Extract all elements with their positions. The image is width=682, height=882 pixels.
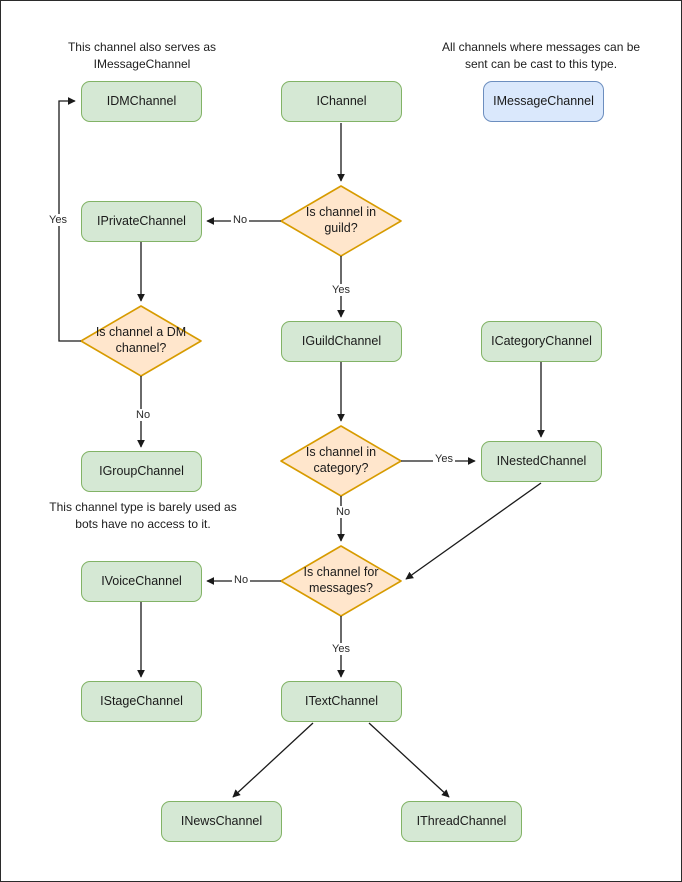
edge-itextchannel-to-inewschannel	[232, 722, 314, 798]
edge-label-category-yes: Yes	[433, 453, 455, 466]
note-message-channel: All channels where messages can be sent …	[441, 40, 641, 71]
diamond-is-channel-for-messages	[280, 545, 402, 617]
edge-label-category-no: No	[334, 506, 353, 519]
node-istagechannel[interactable]: IStageChannel	[81, 681, 202, 722]
note-dm-channel: This channel also serves as IMessageChan…	[67, 40, 217, 71]
node-idmchannel[interactable]: IDMChannel	[81, 81, 202, 122]
diamond-is-channel-dm	[80, 305, 202, 377]
node-iprivatechannel[interactable]: IPrivateChannel	[81, 201, 202, 242]
node-inewschannel[interactable]: INewsChannel	[161, 801, 282, 842]
edge-label-guild-yes: Yes	[330, 284, 352, 297]
node-itextchannel[interactable]: ITextChannel	[281, 681, 402, 722]
note-group-channel: This channel type is barely used as bots…	[49, 500, 237, 531]
edge-label-dm-yes: Yes	[47, 214, 69, 227]
node-icategorychannel[interactable]: ICategoryChannel	[481, 321, 602, 362]
node-ichannel[interactable]: IChannel	[281, 81, 402, 122]
node-ivoicechannel[interactable]: IVoiceChannel	[81, 561, 202, 602]
edge-label-dm-no: No	[134, 409, 153, 422]
node-iguildchannel[interactable]: IGuildChannel	[281, 321, 402, 362]
edge-label-messages-yes: Yes	[330, 643, 352, 656]
node-igroupchannel[interactable]: IGroupChannel	[81, 451, 202, 492]
diamond-is-channel-in-guild	[280, 185, 402, 257]
node-inestedchannel[interactable]: INestedChannel	[481, 441, 602, 482]
diamond-is-channel-in-category	[280, 425, 402, 497]
edge-label-guild-no: No	[231, 214, 250, 227]
edge-label-messages-no: No	[232, 574, 251, 587]
edge-inestedchannel-to-messages-decision	[405, 482, 542, 580]
edge-itextchannel-to-ithreadchannel	[368, 722, 450, 798]
node-imessagechannel[interactable]: IMessageChannel	[483, 81, 604, 122]
node-ithreadchannel[interactable]: IThreadChannel	[401, 801, 522, 842]
